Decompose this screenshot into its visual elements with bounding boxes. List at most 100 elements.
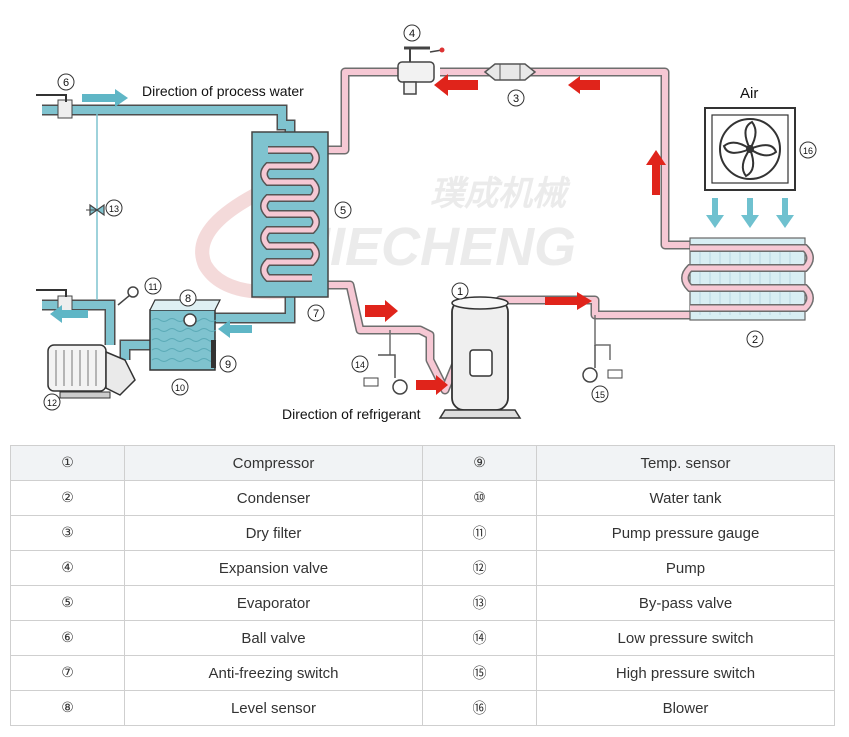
legend-number: ④	[10, 550, 125, 586]
pump-pressure-gauge	[117, 286, 139, 306]
legend-label: Dry filter	[124, 515, 423, 551]
legend-number: ⑧	[10, 690, 125, 726]
legend-number: ⑤	[10, 585, 125, 621]
legend-number: ⑦	[10, 655, 125, 691]
callout-12: 12	[43, 393, 61, 411]
legend-label: Temp. sensor	[536, 445, 835, 481]
refrigerant-label: Direction of refrigerant	[282, 406, 421, 422]
legend-number: ⑪	[422, 515, 537, 551]
air-label: Air	[740, 85, 758, 102]
compressor	[438, 296, 522, 419]
legend-number: ⑭	[422, 620, 537, 656]
callout-2: 2	[746, 330, 764, 348]
legend-label: Condenser	[124, 480, 423, 516]
legend-label: Low pressure switch	[536, 620, 835, 656]
legend-number: ⑥	[10, 620, 125, 656]
legend-number: ②	[10, 480, 125, 516]
legend-number: ⑨	[422, 445, 537, 481]
callout-11: 11	[144, 277, 162, 295]
callout-13: 13	[105, 199, 123, 217]
legend-label: Pump pressure gauge	[536, 515, 835, 551]
ref-arrow-to-filter	[568, 76, 600, 94]
legend-label: Pump	[536, 550, 835, 586]
ref-arrow-discharge	[545, 292, 592, 310]
svg-text:12: 12	[47, 398, 57, 408]
svg-text:8: 8	[185, 293, 191, 305]
ref-arrow-up	[646, 150, 666, 195]
legend-label: Anti-freezing switch	[124, 655, 423, 691]
refrigerant-arrows	[365, 74, 666, 395]
air-arrows	[706, 198, 794, 228]
callouts: 1 2 3 4 5 6 7 8 9 10 11 12 13 14 15 16	[43, 24, 817, 411]
callout-3: 3	[507, 89, 525, 107]
low-pressure-switch	[363, 354, 408, 395]
svg-text:11: 11	[148, 282, 157, 292]
ref-arrow-suction	[365, 300, 398, 322]
callout-4: 4	[403, 24, 421, 42]
callout-6: 6	[57, 73, 75, 91]
legend-number: ⑬	[422, 585, 537, 621]
pump	[47, 344, 136, 399]
callout-8: 8	[179, 289, 197, 307]
legend-number: ③	[10, 515, 125, 551]
legend-number: ⑯	[422, 690, 537, 726]
water-arrows	[50, 89, 252, 338]
process-water-label: Direction of process water	[142, 83, 304, 99]
legend-label: Evaporator	[124, 585, 423, 621]
condenser	[681, 237, 814, 321]
process-water-return-arrow	[50, 305, 88, 323]
high-pressure-switch	[582, 345, 623, 383]
legend-label: Water tank	[536, 480, 835, 516]
tank-inflow-arrow	[218, 320, 252, 338]
dry-filter	[483, 63, 537, 81]
legend-label: Compressor	[124, 445, 423, 481]
svg-text:16: 16	[803, 146, 813, 156]
svg-text:5: 5	[340, 205, 346, 217]
svg-text:3: 3	[513, 93, 519, 105]
callout-5: 5	[334, 201, 352, 219]
callout-16: 16	[799, 141, 817, 159]
legend-label: Blower	[536, 690, 835, 726]
water-tank	[149, 299, 221, 371]
svg-text:2: 2	[752, 334, 758, 346]
legend-number: ⑩	[422, 480, 537, 516]
svg-text:4: 4	[409, 28, 415, 40]
watermark-cn: 璞成机械	[430, 175, 571, 213]
svg-text:1: 1	[457, 286, 463, 298]
legend-label: By-pass valve	[536, 585, 835, 621]
svg-text:10: 10	[175, 383, 185, 393]
svg-text:7: 7	[313, 308, 319, 320]
watermark-en: JIECHENG	[300, 217, 576, 277]
legend-number: ①	[10, 445, 125, 481]
watermark: 璞成机械 JIECHENG	[195, 175, 576, 300]
svg-text:15: 15	[595, 390, 605, 400]
svg-text:14: 14	[355, 360, 365, 370]
legend-label: Expansion valve	[124, 550, 423, 586]
ref-arrow-to-valve	[434, 74, 478, 96]
callout-1: 1	[451, 282, 469, 300]
ref-arrow-direction	[416, 375, 448, 395]
expansion-valve	[397, 46, 445, 95]
svg-text:13: 13	[109, 204, 119, 214]
legend-number: ⑫	[422, 550, 537, 586]
evaporator	[251, 131, 329, 298]
ball-valve-top	[36, 94, 73, 119]
callout-14: 14	[351, 355, 369, 373]
legend-label: High pressure switch	[536, 655, 835, 691]
legend-label: Level sensor	[124, 690, 423, 726]
refrigeration-cycle-diagram: 璞成机械 JIECHENG	[36, 24, 817, 422]
callout-15: 15	[591, 385, 609, 403]
process-water-out-arrow	[82, 89, 128, 107]
legend-number: ⑮	[422, 655, 537, 691]
refrigerant-circuit	[325, 67, 690, 395]
svg-text:6: 6	[63, 77, 69, 89]
